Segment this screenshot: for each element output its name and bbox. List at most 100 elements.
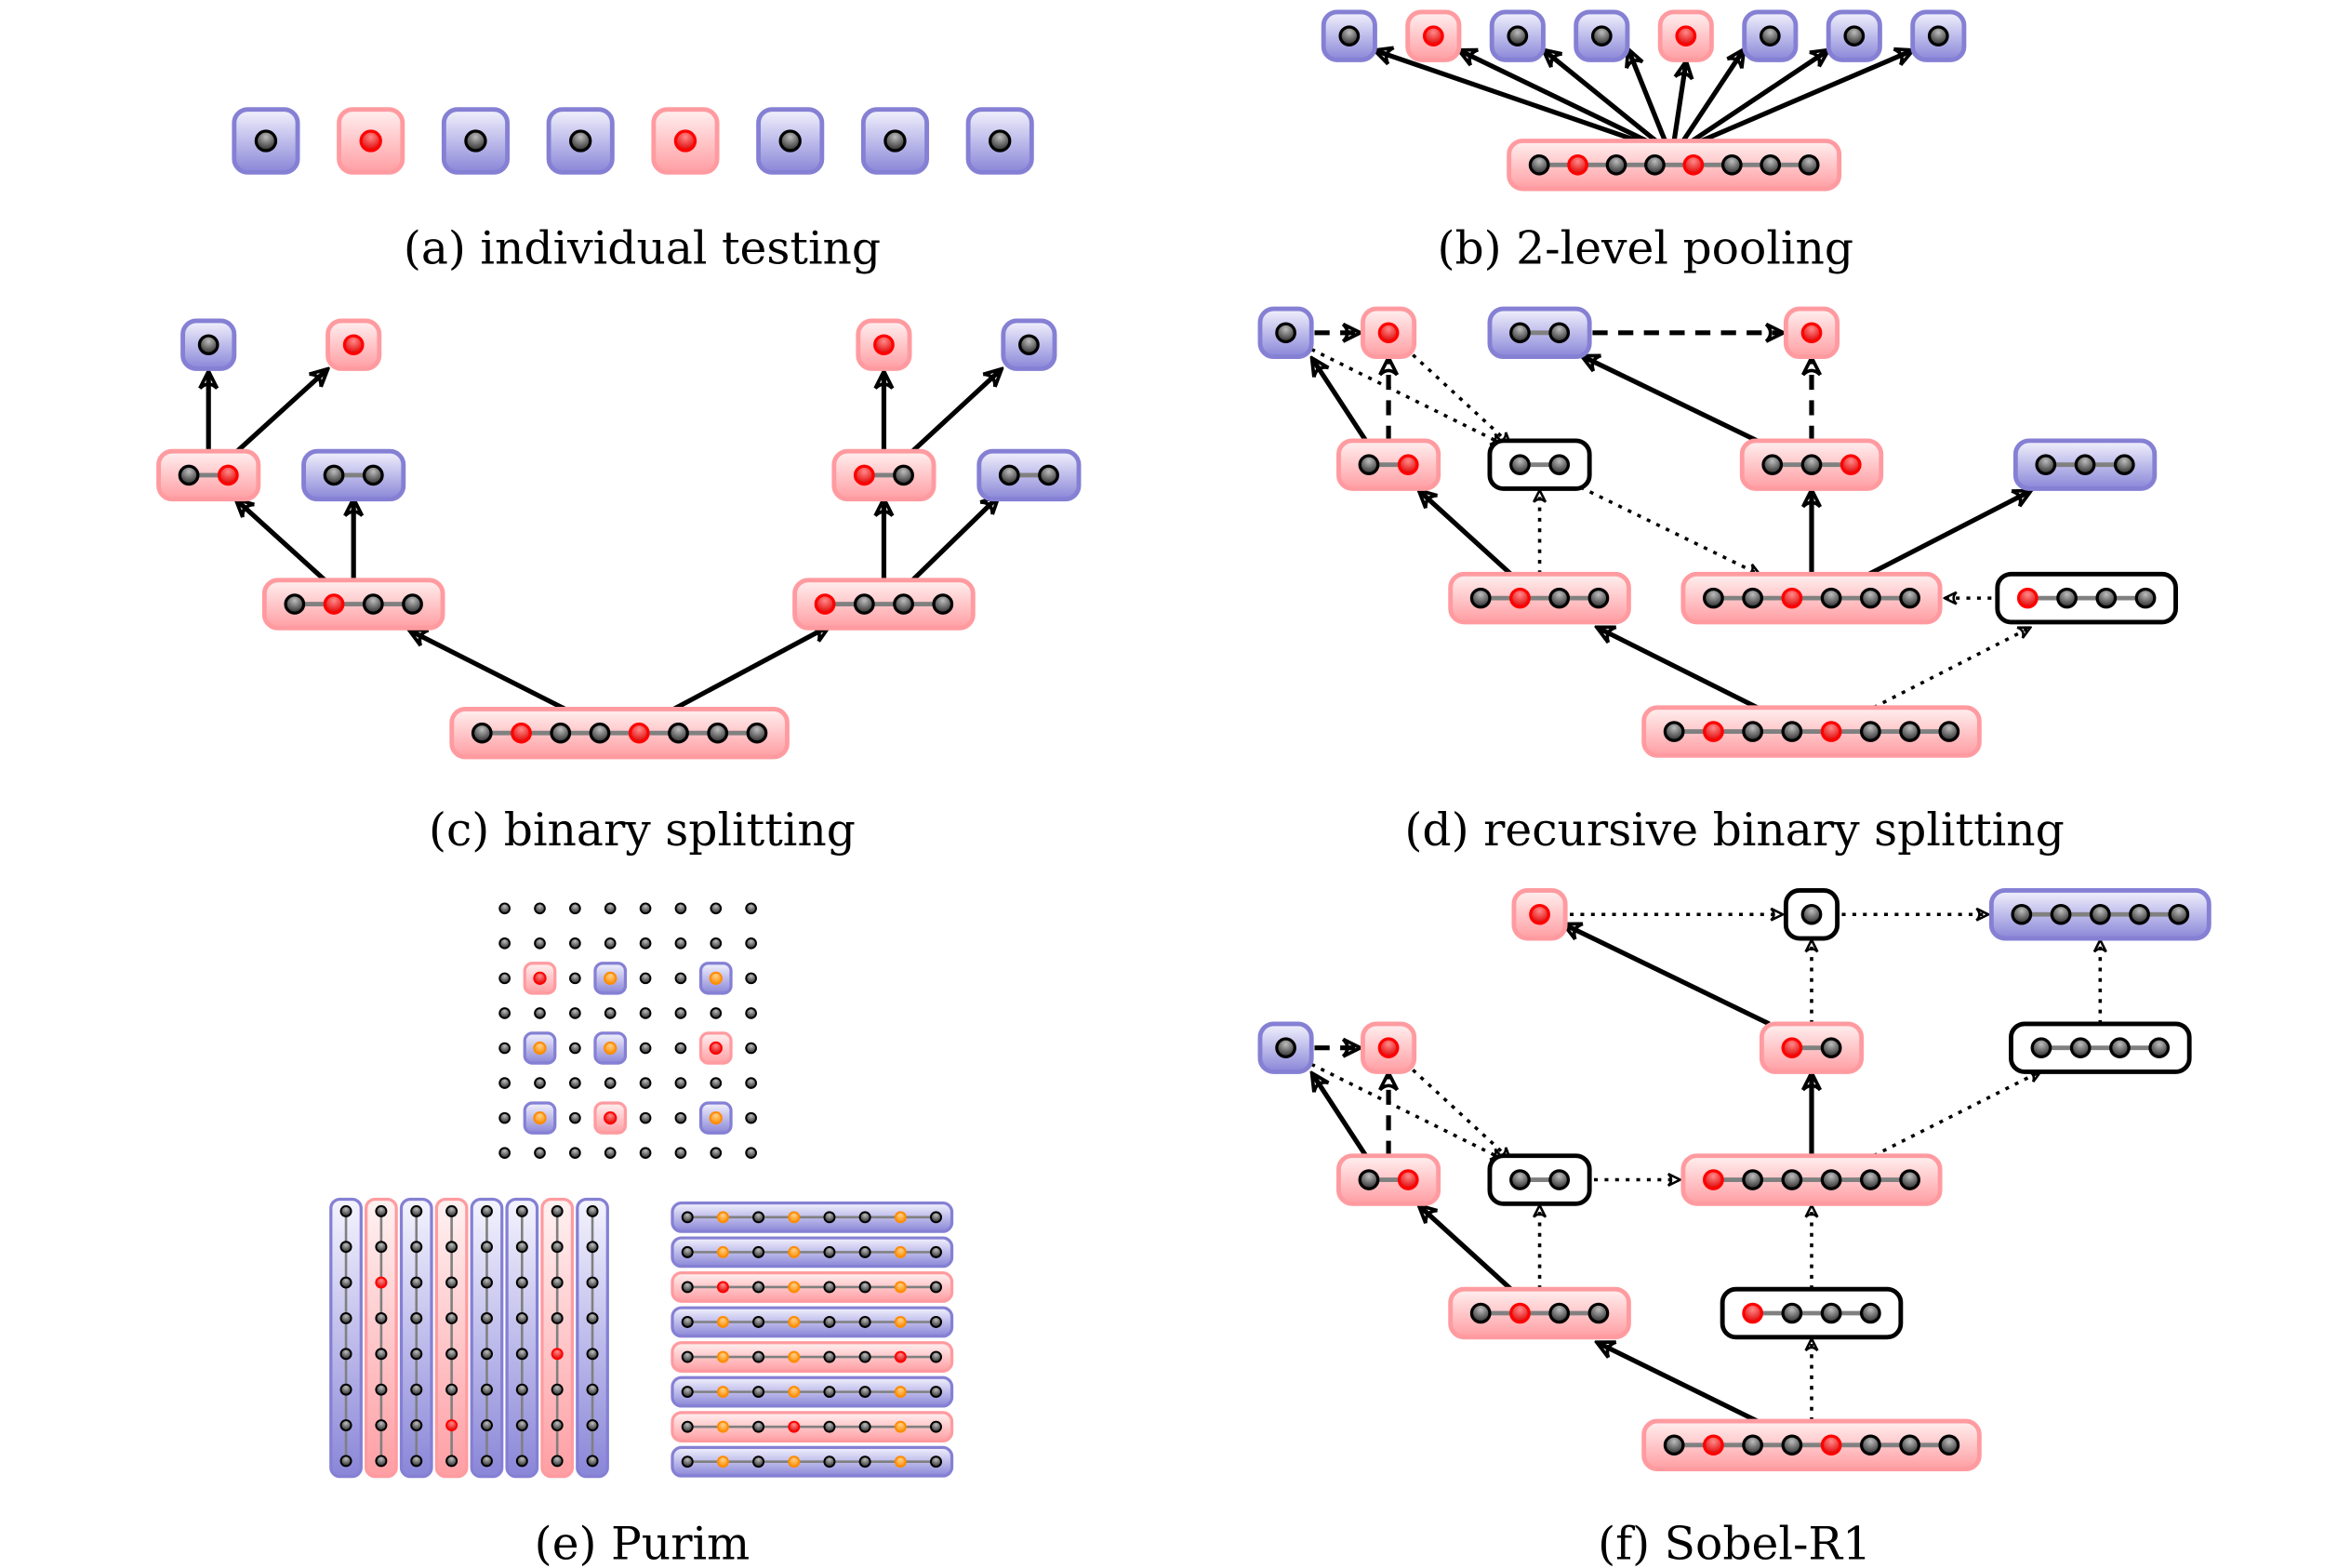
cleared-sample bbox=[788, 1316, 801, 1328]
healthy-sample bbox=[480, 1348, 493, 1361]
healthy-sample bbox=[339, 1455, 352, 1468]
healthy-sample bbox=[586, 1383, 599, 1396]
untested-sample bbox=[674, 1042, 687, 1055]
edge-solid bbox=[1420, 1207, 1513, 1292]
healthy-sample bbox=[375, 1383, 388, 1396]
edges-layer bbox=[208, 51, 2100, 1424]
untested-sample bbox=[534, 902, 546, 915]
healthy-sample bbox=[1338, 25, 1361, 47]
healthy-sample bbox=[1938, 721, 1960, 742]
untested-sample bbox=[745, 1042, 757, 1055]
infected-sample bbox=[1675, 25, 1697, 47]
healthy-sample bbox=[410, 1241, 423, 1254]
healthy-sample bbox=[929, 1245, 942, 1258]
untested-sample bbox=[710, 937, 723, 950]
infected-sample bbox=[1781, 1037, 1803, 1058]
pool-neg bbox=[1742, 9, 1799, 62]
healthy-sample bbox=[515, 1348, 528, 1361]
caption-a: (a) individual testing bbox=[404, 223, 881, 275]
healthy-sample bbox=[1859, 1169, 1881, 1190]
untested-sample bbox=[569, 972, 581, 985]
caption-f: (f) Sobel-R1 bbox=[1598, 1519, 1871, 1568]
healthy-sample bbox=[823, 1211, 836, 1224]
healthy-sample bbox=[551, 1276, 564, 1289]
pool-pos bbox=[1641, 1418, 1982, 1472]
infected-sample bbox=[1820, 721, 1842, 742]
healthy-sample bbox=[823, 1281, 836, 1294]
cleared-sample bbox=[894, 1281, 907, 1294]
healthy-sample bbox=[929, 1386, 942, 1399]
healthy-sample bbox=[284, 593, 306, 615]
healthy-sample bbox=[362, 464, 384, 486]
healthy-sample bbox=[410, 1348, 423, 1361]
pool-neg bbox=[1001, 318, 1057, 371]
healthy-sample bbox=[445, 1348, 458, 1361]
healthy-sample bbox=[681, 1350, 694, 1363]
pool-pos bbox=[1511, 888, 1568, 941]
untested-sample bbox=[674, 1007, 687, 1019]
healthy-sample bbox=[778, 129, 802, 153]
healthy-sample bbox=[929, 1211, 942, 1224]
healthy-sample bbox=[323, 464, 345, 486]
healthy-sample bbox=[1605, 154, 1627, 176]
edge-solid bbox=[1313, 1075, 1368, 1158]
pool-neg bbox=[1988, 888, 2212, 941]
pool-pos bbox=[156, 448, 261, 502]
healthy-sample bbox=[668, 722, 689, 744]
infected-sample bbox=[1820, 1434, 1842, 1456]
healthy-sample bbox=[893, 593, 914, 615]
healthy-sample bbox=[681, 1281, 694, 1294]
infected-sample bbox=[1800, 322, 1823, 344]
cleared-sample bbox=[788, 1455, 801, 1468]
edge-solid bbox=[1599, 1343, 1759, 1424]
healthy-sample bbox=[823, 1386, 836, 1399]
healthy-sample bbox=[586, 1455, 599, 1468]
healthy-sample bbox=[515, 1276, 528, 1289]
healthy-sample bbox=[858, 1281, 871, 1294]
edge-dotted bbox=[1310, 1062, 1502, 1159]
infected-sample bbox=[217, 464, 239, 486]
cleared-sample bbox=[716, 1420, 729, 1433]
untested-sample bbox=[569, 1077, 581, 1089]
infected-sample bbox=[1703, 1169, 1724, 1190]
healthy-sample bbox=[1781, 1169, 1803, 1190]
untested-sample bbox=[569, 1111, 581, 1124]
healthy-sample bbox=[445, 1204, 458, 1217]
healthy-sample bbox=[375, 1312, 388, 1324]
untested-sample bbox=[604, 1077, 617, 1089]
pool-pos bbox=[1448, 1286, 1631, 1340]
infected-sample bbox=[604, 1111, 618, 1125]
healthy-sample bbox=[1820, 1302, 1842, 1324]
pool-pos bbox=[261, 578, 445, 631]
pool-pos bbox=[1680, 571, 1943, 625]
healthy-sample bbox=[1899, 721, 1920, 742]
cleared-sample bbox=[716, 1386, 729, 1399]
healthy-sample bbox=[586, 1419, 599, 1431]
cleared-sample bbox=[788, 1350, 801, 1363]
healthy-sample bbox=[1759, 25, 1781, 47]
healthy-sample bbox=[1859, 1434, 1881, 1456]
healthy-sample bbox=[586, 1204, 599, 1217]
pool-pos bbox=[1405, 9, 1462, 62]
edge-dotted bbox=[1872, 628, 2029, 710]
untested-sample bbox=[498, 902, 511, 915]
pool-neg bbox=[965, 107, 1034, 175]
healthy-sample bbox=[1938, 1434, 1960, 1456]
pool-pos bbox=[1336, 1153, 1441, 1206]
edge-solid bbox=[1313, 360, 1368, 443]
healthy-sample bbox=[1358, 1169, 1380, 1190]
healthy-sample bbox=[1358, 454, 1380, 475]
healthy-sample bbox=[707, 722, 729, 744]
edge-dotted bbox=[1310, 347, 1502, 445]
infected-sample bbox=[551, 1348, 564, 1361]
healthy-sample bbox=[929, 1455, 942, 1468]
healthy-sample bbox=[1781, 1434, 1803, 1456]
untested-sample bbox=[745, 1147, 757, 1159]
healthy-sample bbox=[339, 1204, 352, 1217]
untested-sample bbox=[745, 1007, 757, 1019]
untested-sample bbox=[569, 1147, 581, 1159]
healthy-sample bbox=[823, 1455, 836, 1468]
healthy-sample bbox=[1548, 1169, 1571, 1190]
healthy-sample bbox=[858, 1455, 871, 1468]
healthy-sample bbox=[551, 1204, 564, 1217]
